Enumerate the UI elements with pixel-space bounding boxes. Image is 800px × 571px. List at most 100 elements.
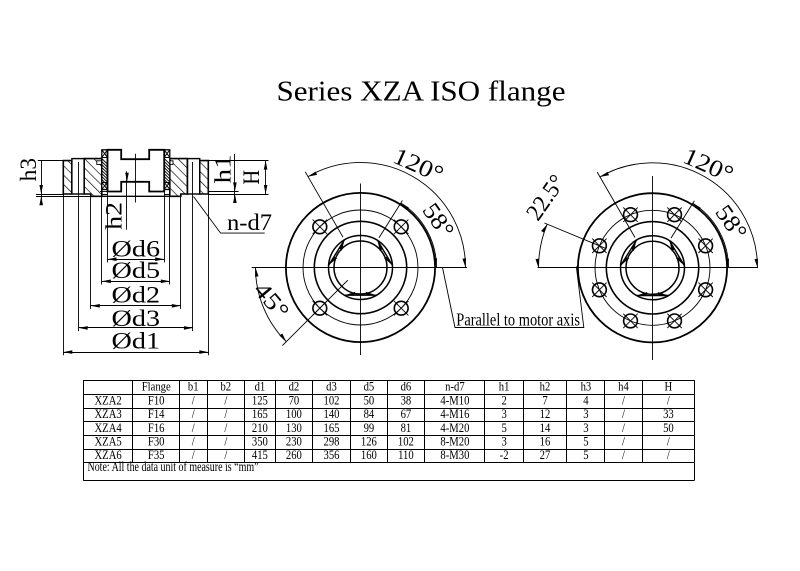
svg-text:/: / (622, 392, 626, 407)
svg-text:2: 2 (501, 392, 506, 407)
svg-text:/: / (224, 406, 228, 421)
svg-text:n-d7: n-d7 (445, 378, 465, 393)
svg-text:/: / (622, 434, 626, 449)
svg-text:h3: h3 (581, 378, 592, 393)
svg-text:5: 5 (501, 420, 506, 435)
svg-text:16: 16 (540, 434, 551, 449)
svg-text:/: / (224, 392, 228, 407)
svg-text:d3: d3 (326, 378, 337, 393)
svg-text:F14: F14 (148, 406, 165, 421)
svg-text:XZA5: XZA5 (94, 434, 121, 449)
svg-text:b1: b1 (188, 378, 199, 393)
svg-text:XZA4: XZA4 (94, 420, 121, 435)
svg-text:84: 84 (364, 406, 375, 421)
svg-text:h3: h3 (16, 158, 41, 181)
svg-text:350: 350 (252, 434, 268, 449)
svg-text:102: 102 (398, 434, 414, 449)
svg-text:210: 210 (252, 420, 268, 435)
svg-text:Flange: Flange (142, 378, 171, 393)
svg-text:Series XZA ISO flange: Series XZA ISO flange (277, 76, 566, 107)
svg-text:298: 298 (324, 434, 340, 449)
svg-text:125: 125 (252, 392, 268, 407)
svg-text:h2: h2 (101, 202, 126, 230)
svg-text:/: / (667, 447, 671, 462)
svg-text:Ød3: Ød3 (112, 306, 161, 331)
svg-text:h1: h1 (499, 378, 510, 393)
svg-text:4-M16: 4-M16 (440, 406, 469, 421)
svg-text:Parallel to motor axis: Parallel to motor axis (456, 309, 580, 329)
svg-text:b2: b2 (220, 378, 231, 393)
svg-text:/: / (667, 434, 671, 449)
svg-text:356: 356 (324, 447, 340, 462)
svg-text:3: 3 (583, 406, 588, 421)
svg-text:3: 3 (583, 420, 588, 435)
svg-text:81: 81 (401, 420, 412, 435)
svg-text:/: / (224, 447, 228, 462)
svg-text:F35: F35 (148, 447, 165, 462)
svg-text:50: 50 (663, 420, 674, 435)
svg-text:99: 99 (364, 420, 375, 435)
svg-text:70: 70 (289, 392, 300, 407)
svg-text:/: / (192, 406, 196, 421)
svg-text:4-M20: 4-M20 (440, 420, 469, 435)
svg-text:F10: F10 (148, 392, 165, 407)
svg-text:5: 5 (583, 434, 588, 449)
svg-text:/: / (192, 447, 196, 462)
svg-text:38: 38 (401, 392, 412, 407)
svg-text:165: 165 (252, 406, 268, 421)
svg-text:110: 110 (398, 447, 414, 462)
svg-text:XZA6: XZA6 (94, 447, 121, 462)
svg-text:100: 100 (286, 406, 302, 421)
svg-text:XZA3: XZA3 (94, 406, 121, 421)
svg-text:H: H (239, 170, 264, 185)
svg-text:Ød1: Ød1 (112, 329, 161, 354)
svg-text:Ød6: Ød6 (112, 237, 161, 262)
svg-text:d2: d2 (289, 378, 300, 393)
svg-text:Note: All the data unit of mea: Note: All the data unit of measure is “m… (88, 459, 259, 474)
svg-text:4-M10: 4-M10 (440, 392, 469, 407)
svg-text:d1: d1 (255, 378, 266, 393)
svg-text:/: / (192, 434, 196, 449)
svg-text:Ød2: Ød2 (112, 283, 161, 308)
svg-text:-2: -2 (500, 447, 509, 462)
svg-text:165: 165 (324, 420, 340, 435)
svg-text:d5: d5 (364, 378, 375, 393)
svg-text:h2: h2 (540, 378, 551, 393)
svg-text:XZA2: XZA2 (94, 392, 121, 407)
svg-text:130: 130 (286, 420, 302, 435)
svg-text:230: 230 (286, 434, 302, 449)
svg-text:67: 67 (401, 406, 412, 421)
svg-text:/: / (622, 447, 626, 462)
svg-text:n-d7: n-d7 (227, 210, 272, 235)
svg-text:33: 33 (663, 406, 674, 421)
svg-text:50: 50 (364, 392, 375, 407)
svg-text:160: 160 (361, 447, 377, 462)
svg-text:/: / (192, 420, 196, 435)
svg-text:7: 7 (542, 392, 547, 407)
svg-text:/: / (224, 420, 228, 435)
svg-text:5: 5 (583, 447, 588, 462)
svg-text:/: / (622, 420, 626, 435)
svg-text:4: 4 (583, 392, 588, 407)
svg-text:3: 3 (501, 406, 506, 421)
svg-text:/: / (192, 392, 196, 407)
svg-text:d6: d6 (401, 378, 412, 393)
svg-text:12: 12 (540, 406, 551, 421)
svg-text:/: / (622, 406, 626, 421)
svg-text:F16: F16 (148, 420, 165, 435)
svg-text:260: 260 (286, 447, 302, 462)
svg-text:/: / (667, 392, 671, 407)
svg-text:27: 27 (540, 447, 551, 462)
svg-text:Ød5: Ød5 (112, 258, 161, 283)
svg-text:14: 14 (540, 420, 551, 435)
svg-text:140: 140 (324, 406, 340, 421)
svg-text:H: H (665, 378, 673, 393)
svg-text:/: / (224, 434, 228, 449)
svg-text:126: 126 (361, 434, 377, 449)
svg-text:8-M30: 8-M30 (440, 447, 469, 462)
svg-text:8-M20: 8-M20 (440, 434, 469, 449)
svg-text:3: 3 (501, 434, 506, 449)
svg-text:415: 415 (252, 447, 268, 462)
svg-text:h4: h4 (618, 378, 629, 393)
svg-text:102: 102 (324, 392, 340, 407)
